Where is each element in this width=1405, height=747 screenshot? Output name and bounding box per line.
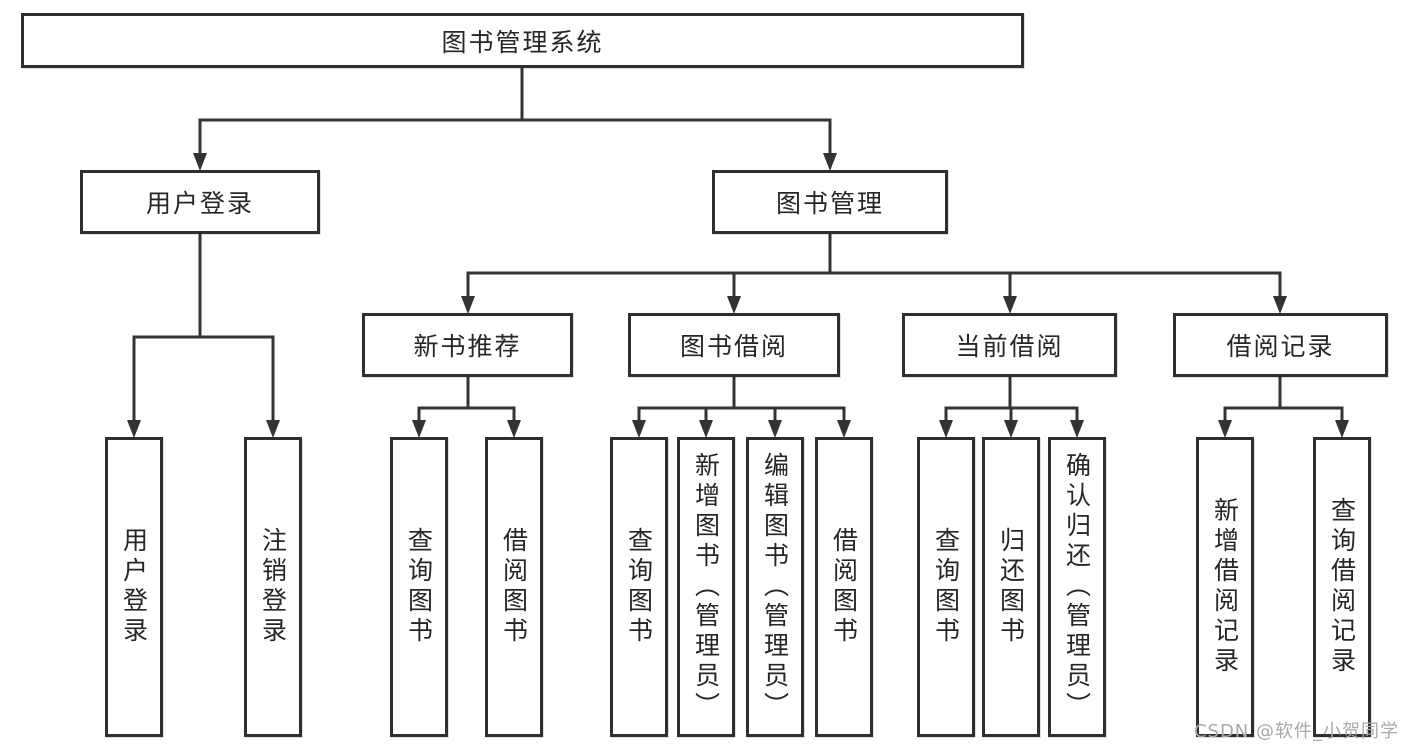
node-leaf-cb-query-books: 查询图书 xyxy=(917,437,975,737)
node-book-borrowing: 图书借阅 xyxy=(628,313,840,377)
node-leaf-logout-label: 注销登录 xyxy=(258,527,288,647)
node-new-book-recommend: 新书推荐 xyxy=(362,313,573,377)
node-leaf-bb-borrow-books: 借阅图书 xyxy=(815,437,873,737)
node-leaf-bb-query-books: 查询图书 xyxy=(610,437,668,737)
arrowhead-icons xyxy=(127,153,1349,438)
node-leaf-cb-query-books-label: 查询图书 xyxy=(931,527,961,647)
node-leaf-logout: 注销登录 xyxy=(244,437,302,737)
node-leaf-nbr-borrow-books-label: 借阅图书 xyxy=(499,527,529,647)
node-current-borrowing-label: 当前借阅 xyxy=(955,332,1064,361)
node-borrowing-records: 借阅记录 xyxy=(1173,313,1388,377)
node-root-system: 图书管理系统 xyxy=(21,13,1024,68)
node-user-login-module-label: 用户登录 xyxy=(145,189,254,218)
node-leaf-user-login: 用户登录 xyxy=(105,437,163,737)
node-book-borrowing-label: 图书借阅 xyxy=(679,332,788,361)
node-root-system-label: 图书管理系统 xyxy=(441,27,604,57)
node-borrowing-records-label: 借阅记录 xyxy=(1226,332,1335,361)
node-leaf-br-query-record-label: 查询借阅记录 xyxy=(1327,497,1357,677)
node-leaf-cb-return-books: 归还图书 xyxy=(982,437,1040,737)
node-book-management-module-label: 图书管理 xyxy=(775,189,884,218)
node-leaf-user-login-label: 用户登录 xyxy=(119,527,149,647)
node-leaf-br-query-record: 查询借阅记录 xyxy=(1313,437,1371,737)
node-current-borrowing: 当前借阅 xyxy=(902,313,1117,377)
node-leaf-br-add-record-label: 新增借阅记录 xyxy=(1210,497,1240,677)
node-leaf-bb-edit-books-admin: 编辑图书（管理员） xyxy=(746,437,804,737)
node-leaf-bb-edit-books-admin-label: 编辑图书（管理员） xyxy=(760,452,790,722)
connector-line-segments xyxy=(132,66,1344,422)
node-user-login-module: 用户登录 xyxy=(80,170,320,234)
node-leaf-cb-return-books-label: 归还图书 xyxy=(996,527,1026,647)
node-new-book-recommend-label: 新书推荐 xyxy=(413,332,522,361)
node-book-management-module: 图书管理 xyxy=(712,170,948,234)
node-leaf-bb-borrow-books-label: 借阅图书 xyxy=(829,527,859,647)
node-leaf-bb-add-books-admin: 新增图书（管理员） xyxy=(677,437,735,737)
node-leaf-bb-query-books-label: 查询图书 xyxy=(624,527,654,647)
node-leaf-nbr-query-books: 查询图书 xyxy=(390,437,448,737)
node-leaf-br-add-record: 新增借阅记录 xyxy=(1196,437,1254,737)
node-leaf-nbr-query-books-label: 查询图书 xyxy=(404,527,434,647)
node-leaf-bb-add-books-admin-label: 新增图书（管理员） xyxy=(691,452,721,722)
node-leaf-cb-confirm-return-admin: 确认归还（管理员） xyxy=(1048,437,1106,737)
node-leaf-cb-confirm-return-admin-label: 确认归还（管理员） xyxy=(1062,452,1092,722)
node-leaf-nbr-borrow-books: 借阅图书 xyxy=(485,437,543,737)
